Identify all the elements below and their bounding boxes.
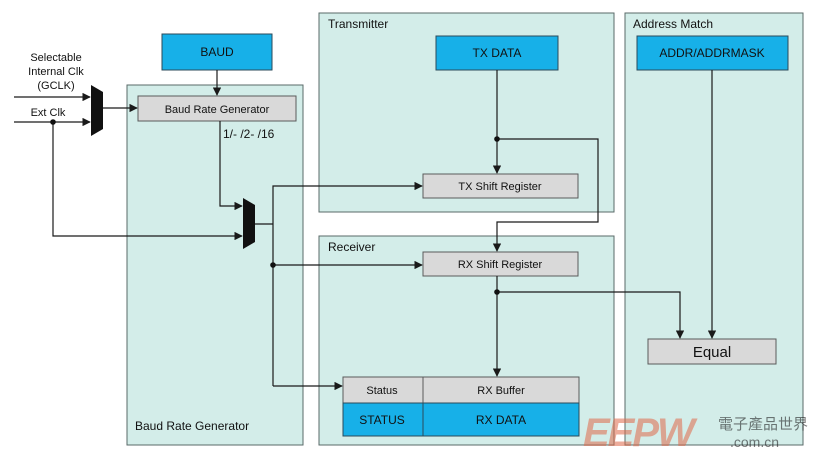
baud-rate-generator-block-label: Baud Rate Generator — [165, 104, 270, 116]
selectable-clock-label-line2: Internal Clk — [28, 66, 84, 78]
status-header-label: Status — [366, 385, 398, 397]
selectable-clock-label-line1: Selectable — [30, 52, 81, 64]
status-register-label: STATUS — [359, 413, 405, 427]
transmitter-region-label: Transmitter — [328, 17, 388, 31]
address-match-region — [624, 12, 804, 446]
rx-data-label: RX DATA — [476, 413, 526, 427]
rx-buffer-header-label: RX Buffer — [477, 385, 525, 397]
tx-shift-register-label: TX Shift Register — [458, 181, 541, 193]
tx-shift-register — [422, 173, 579, 199]
signal-wires — [14, 70, 717, 391]
addr-addrmask-register — [636, 35, 789, 71]
baud-register — [161, 33, 273, 71]
equal-label: Equal — [693, 344, 731, 361]
junction-dots — [50, 119, 500, 295]
rx-shift-register-label: RX Shift Register — [458, 259, 543, 271]
receiver-region-label: Receiver — [328, 240, 375, 254]
rx-buffer-header-cell — [422, 376, 580, 404]
clock-select-mux — [91, 85, 103, 136]
watermark-chinese: 電子產品世界 — [718, 416, 808, 433]
watermark-url: .com.cn — [730, 434, 779, 450]
eepw-watermark: EEPW 電子產品世界 .com.cn — [583, 411, 808, 455]
equal-block — [647, 338, 777, 365]
status-register — [342, 402, 424, 437]
baud-rate-generator-region-label: Baud Rate Generator — [135, 419, 249, 433]
rx-data-register — [422, 402, 580, 437]
watermark-logo: EEPW — [583, 411, 698, 455]
ext-clk-label: Ext Clk — [31, 107, 66, 119]
baud-rate-generator-block — [137, 95, 297, 122]
selectable-clock-label-line3: (GCLK) — [37, 80, 74, 92]
divider-label: 1/- /2- /16 — [223, 127, 275, 141]
baud-register-label: BAUD — [200, 45, 234, 59]
rx-shift-register — [422, 251, 579, 277]
tx-data-label: TX DATA — [473, 46, 522, 60]
addr-addrmask-label: ADDR/ADDRMASK — [659, 46, 764, 60]
address-match-region-label: Address Match — [633, 17, 713, 31]
clock-divider-mux — [243, 198, 255, 249]
